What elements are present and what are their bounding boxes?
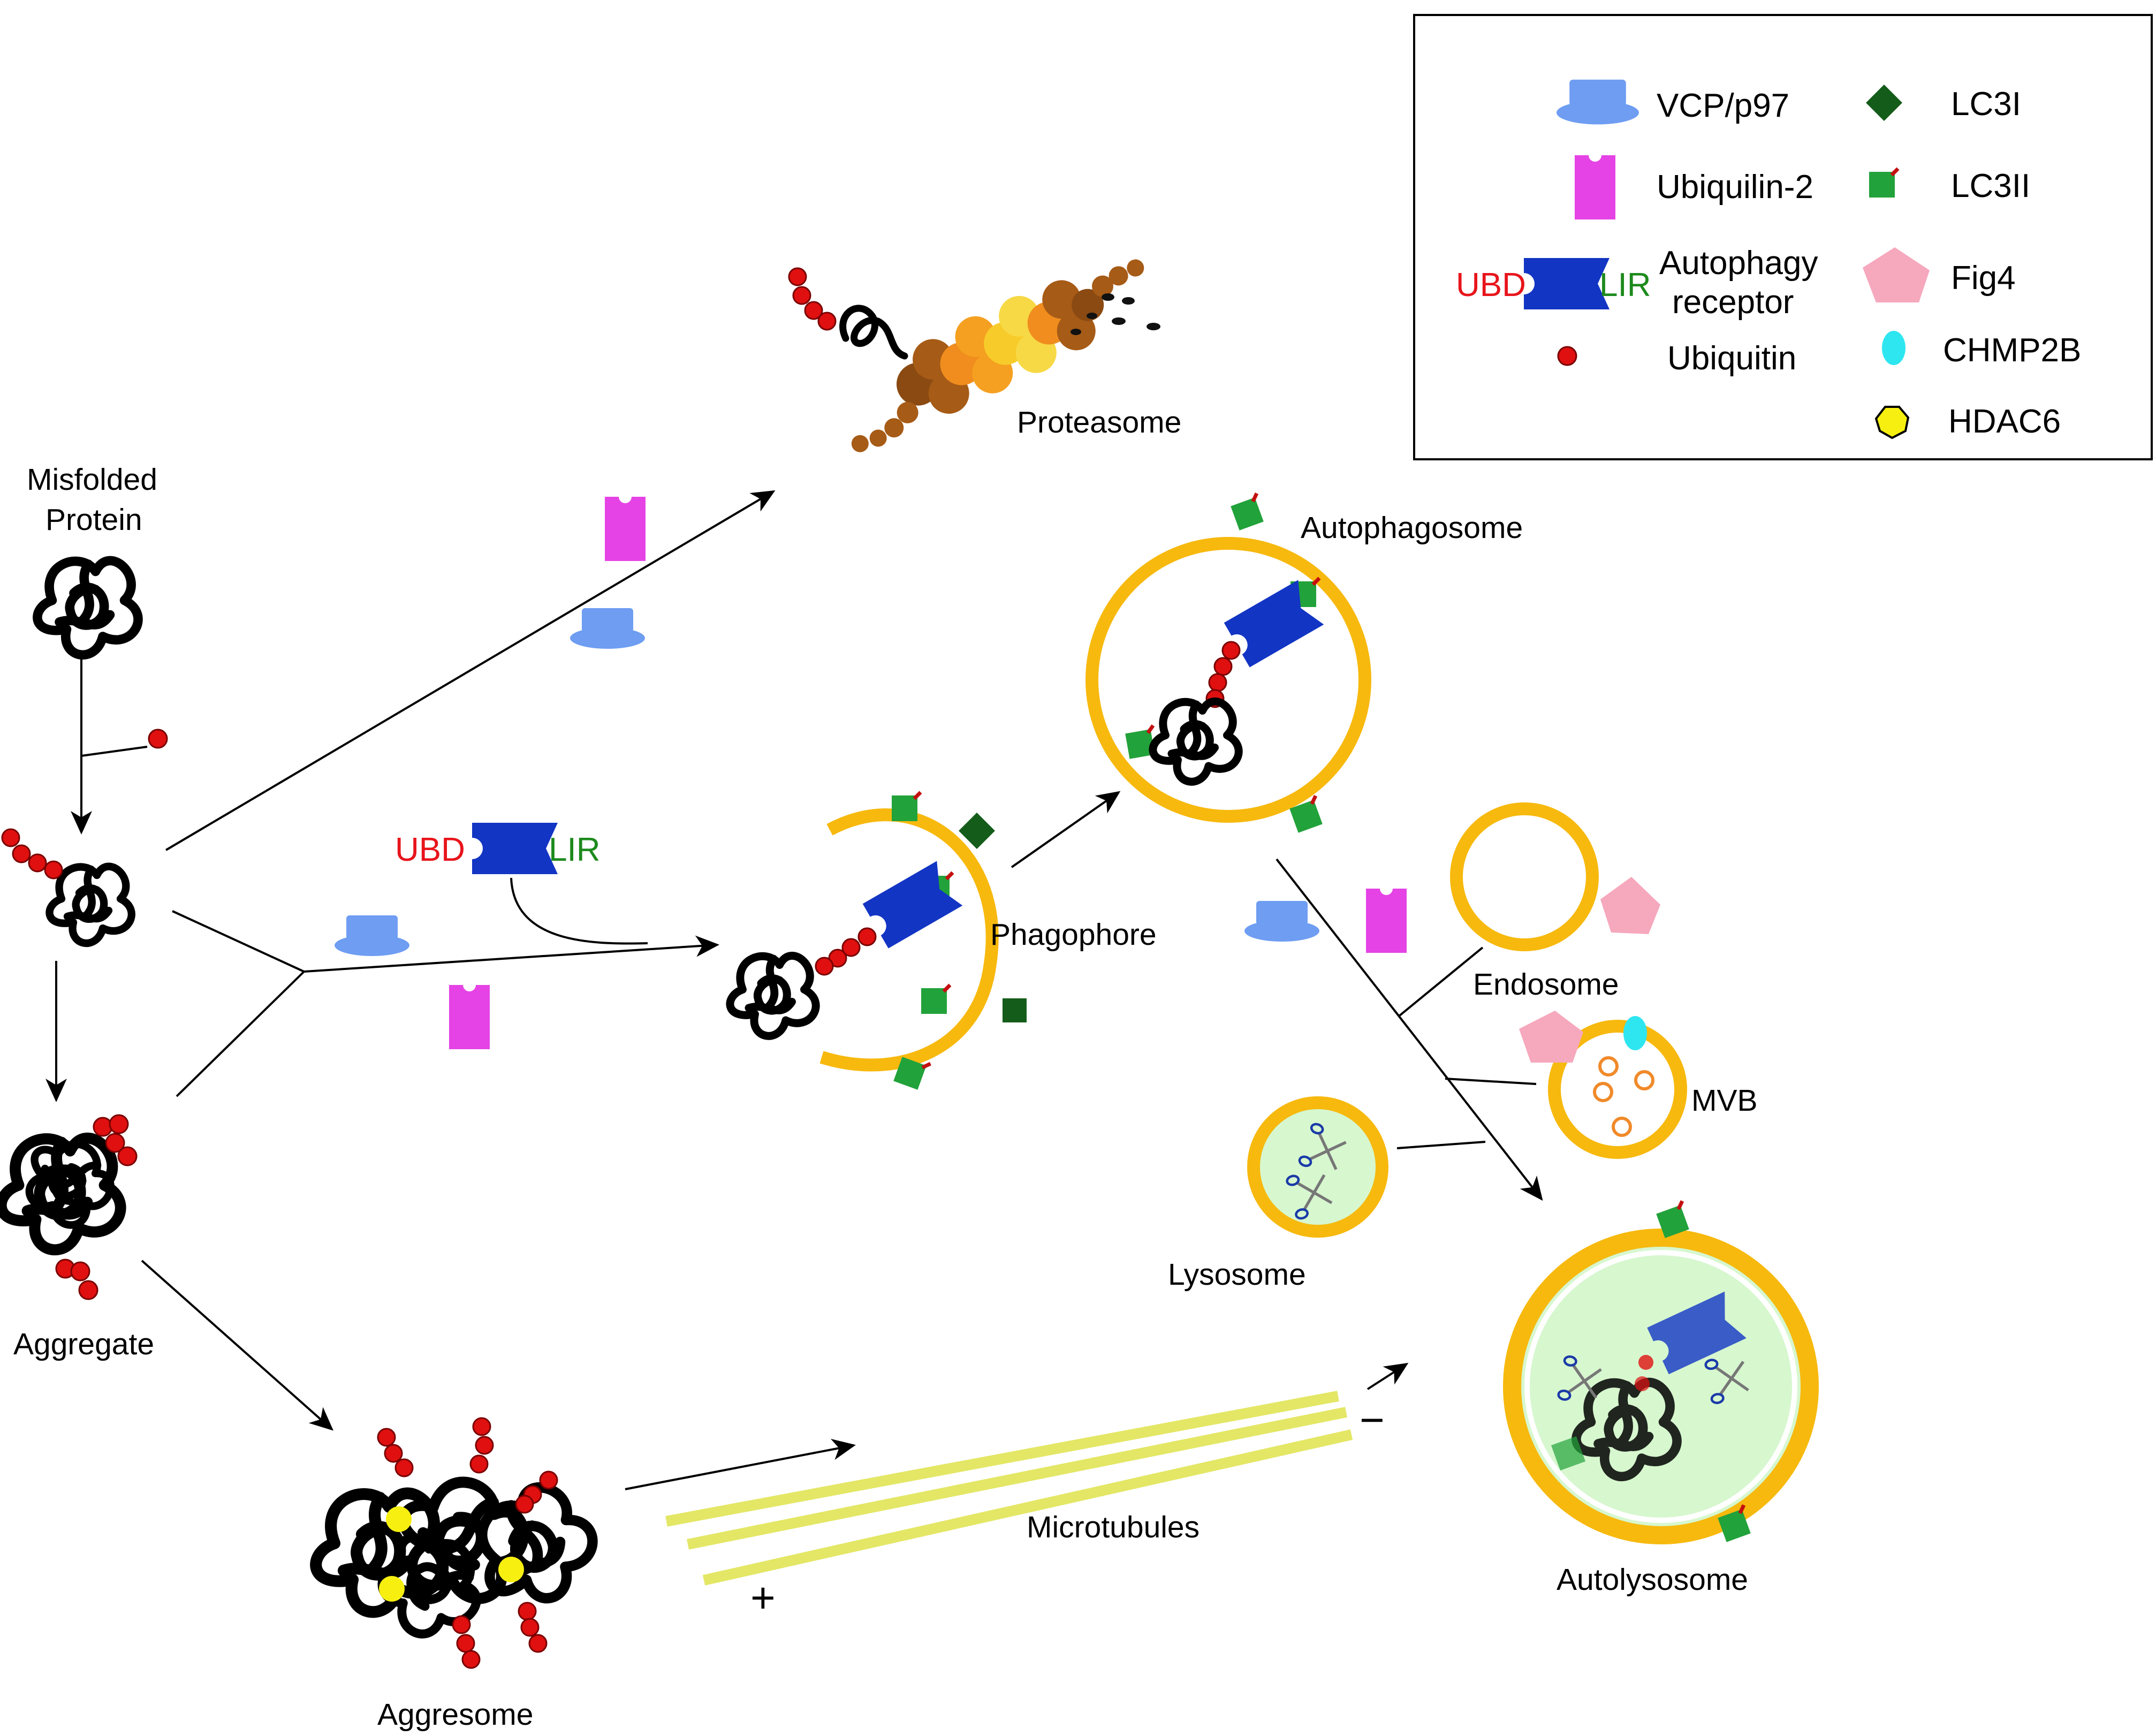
legend-chmp2b-label: CHMP2B (1943, 332, 2081, 369)
autolysosome (1503, 1201, 1819, 1544)
branch-line-lower (176, 971, 305, 1097)
lir-label: LIR (549, 831, 600, 868)
proteasome-arrow (165, 490, 776, 851)
legend-ubiquitin-label: Ubiquitin (1667, 340, 1796, 377)
mvb (1519, 1011, 1687, 1159)
aggresome-label: Aggresome (377, 1697, 534, 1732)
endosome-fusion-line (1399, 946, 1484, 1017)
proteasome-label: Proteasome (1017, 405, 1181, 439)
microtubule-plus-end-label: + (750, 1574, 776, 1621)
legend-fig4-icon (1863, 247, 1930, 302)
endosome-label: Endosome (1473, 967, 1619, 1002)
legend-receptor-icon (1524, 258, 1610, 309)
autophagosome-arrow (1011, 791, 1121, 868)
vcp-p97-icon (570, 608, 645, 649)
autophagosome-label: Autophagosome (1301, 511, 1523, 545)
fig4-icon-mvb (1519, 1011, 1583, 1063)
legend-lc3i-label: LC3I (1951, 86, 2021, 123)
mvb-label: MVB (1691, 1083, 1758, 1118)
autophagy-receptor-icon (472, 823, 558, 874)
legend-ubiquitin-icon (1557, 346, 1577, 366)
ubiquilin-2-icon (605, 497, 646, 561)
aggregate-knot (1, 1114, 138, 1300)
lysosome (1247, 1096, 1388, 1238)
legend-vcp-label: VCP/p97 (1657, 87, 1789, 124)
misfolded-protein-label-line2: Protein (45, 503, 142, 537)
phagophore (730, 792, 1027, 1091)
legend-receptor-label-line2: receptor (1672, 284, 1794, 321)
phagophore-arrow (303, 935, 719, 973)
misfolded-protein-label-line1: Misfolded (27, 463, 157, 497)
ubiquitin-icon (148, 729, 168, 749)
legend-receptor-label-line1: Autophagy (1659, 245, 1818, 282)
aggresome-arrow (141, 1260, 333, 1431)
legend-lc3ii-icon (1869, 169, 1898, 198)
ubiquilin-2-icon-branch (449, 985, 490, 1049)
aggresome-complex (316, 1417, 609, 1669)
receptor-recruitment-arrow (510, 877, 648, 945)
vcp-p97-icon-fusion (1244, 901, 1319, 942)
lysosome-fusion-line (1396, 1141, 1486, 1149)
lysosome-label: Lysosome (1168, 1257, 1306, 1292)
microtubules (665, 1391, 1353, 1586)
endosome (1450, 802, 1660, 951)
ubiquitin-addition-line (81, 746, 148, 757)
ubd-label: UBD (395, 831, 465, 868)
chmp2b-icon-mvb (1623, 1016, 1647, 1050)
autolysosome-arrow (1276, 858, 1543, 1201)
proteasome-complex (788, 259, 1160, 452)
legend-hdac6-icon (1874, 406, 1910, 439)
phagophore-label: Phagophore (990, 918, 1157, 952)
minus-end-direction-arrow (1367, 1362, 1409, 1390)
branch-line-upper (172, 910, 305, 973)
autolysosome-label: Autolysosome (1557, 1563, 1748, 1597)
legend-fig4-label: Fig4 (1951, 260, 2016, 297)
microtubule-transport-arrow (625, 1438, 856, 1490)
aggregate-label: Aggregate (13, 1327, 154, 1361)
microtubules-label: Microtubules (1027, 1510, 1200, 1544)
legend-box (1413, 14, 2153, 460)
legend-lir-label: LIR (1599, 267, 1651, 304)
mvb-fusion-line (1445, 1078, 1537, 1085)
ubiquitinated-protein (1, 828, 132, 943)
legend-ubd-label: UBD (1456, 267, 1526, 304)
misfolded-protein-knot (37, 560, 138, 655)
vcp-p97-icon-branch (335, 915, 409, 956)
autophagosome (1085, 494, 1371, 833)
legend-chmp2b-icon (1882, 331, 1906, 365)
legend-ubiquilin-icon (1575, 155, 1615, 219)
legend-hdac6-label: HDAC6 (1948, 403, 2061, 440)
legend-lc3ii-label: LC3II (1951, 168, 2030, 204)
ubiquilin-2-icon-fusion (1366, 889, 1407, 953)
legend: VCP/p97 Ubiquilin-2 UBD LIR Autophagy re… (1413, 14, 2153, 460)
microtubule-minus-end-label: − (1360, 1396, 1385, 1444)
legend-ubiquilin-label: Ubiquilin-2 (1657, 169, 1813, 206)
fig4-icon-endosome (1600, 877, 1660, 934)
